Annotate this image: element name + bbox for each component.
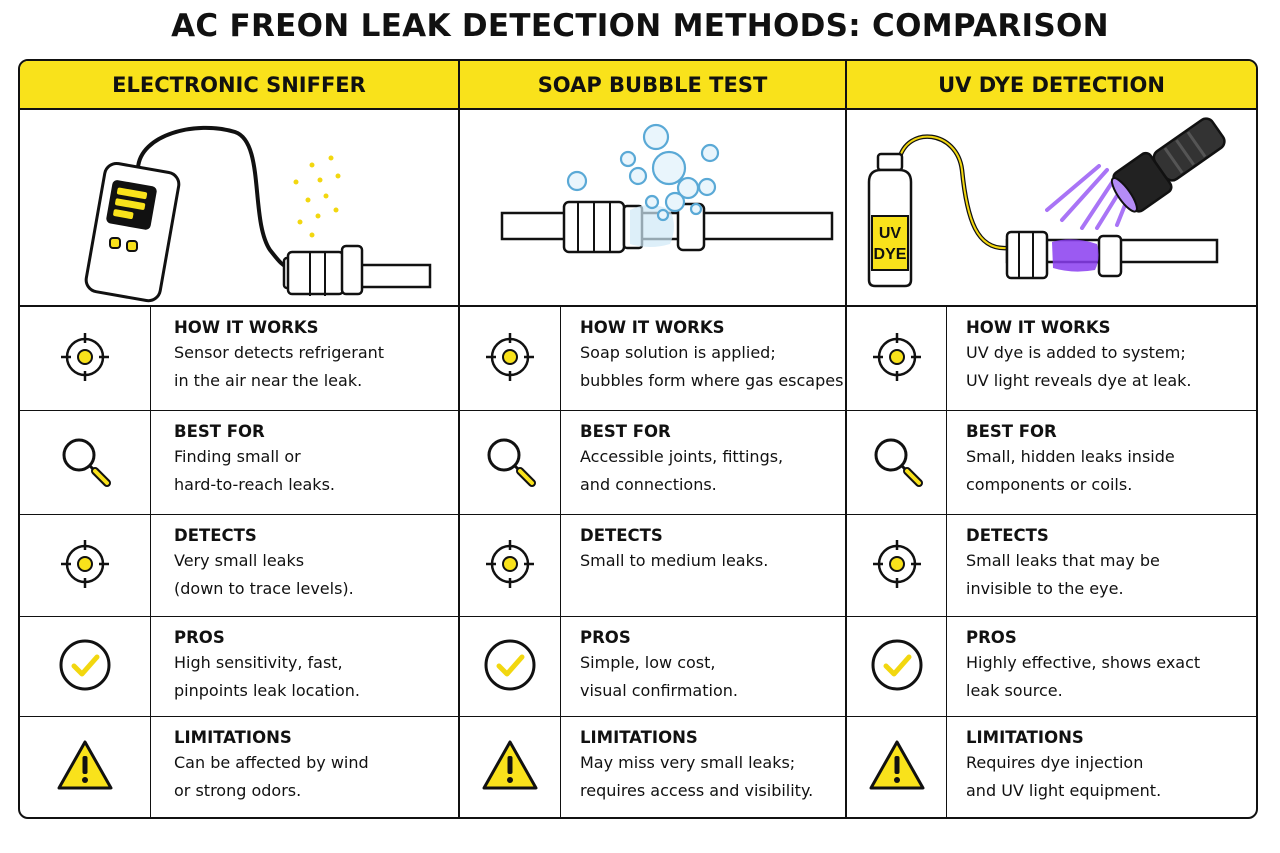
- row-label: LIMITATIONS: [966, 728, 1084, 747]
- warning-icon: [867, 736, 927, 800]
- row-label: BEST FOR: [174, 422, 265, 441]
- row-label: BEST FOR: [966, 422, 1057, 441]
- row-text-line: in the air near the leak.: [174, 371, 363, 390]
- row-best-for: BEST FOR Small, hidden leaks inside comp…: [847, 411, 1256, 515]
- crosshair-icon: [480, 327, 540, 391]
- row-label: DETECTS: [966, 526, 1049, 545]
- row-label: DETECTS: [174, 526, 257, 545]
- row-limitations: LIMITATIONS Can be affected by wind or s…: [20, 717, 458, 817]
- row-text-line: Small to medium leaks.: [580, 551, 769, 570]
- row-detects: DETECTS Small to medium leaks.: [460, 515, 845, 617]
- page-title: AC FREON LEAK DETECTION METHODS: COMPARI…: [171, 8, 1109, 44]
- row-label: PROS: [580, 628, 631, 647]
- row-how-it-works: HOW IT WORKS Soap solution is applied; b…: [460, 307, 849, 411]
- row-text-line: and connections.: [580, 475, 717, 494]
- row-text-line: Small, hidden leaks inside: [966, 447, 1175, 466]
- crosshair-icon: [867, 534, 927, 598]
- check-circle-icon: [867, 635, 927, 699]
- row-text-line: visual confirmation.: [580, 681, 738, 700]
- electronic-sniffer-illustration: [20, 110, 458, 307]
- warning-icon: [480, 736, 540, 800]
- magnifier-icon: [480, 431, 540, 495]
- row-limitations: LIMITATIONS Requires dye injection and U…: [847, 717, 1256, 817]
- method-header: SOAP BUBBLE TEST: [460, 61, 845, 110]
- comparison-table: ELECTRONIC SNIFFER: [18, 59, 1258, 819]
- row-text-line: High sensitivity, fast,: [174, 653, 343, 672]
- row-text-line: (down to trace levels).: [174, 579, 354, 598]
- row-text-line: Soap solution is applied;: [580, 343, 776, 362]
- row-text-line: Finding small or: [174, 447, 301, 466]
- row-text-line: UV dye is added to system;: [966, 343, 1186, 362]
- row-text-line: requires access and visibility.: [580, 781, 814, 800]
- crosshair-icon: [867, 327, 927, 391]
- bottle-label-uv: UV: [879, 225, 902, 242]
- soap-bubble-illustration: [460, 110, 845, 307]
- row-pros: PROS High sensitivity, fast, pinpoints l…: [20, 617, 458, 717]
- row-text-line: and UV light equipment.: [966, 781, 1162, 800]
- row-pros: PROS Simple, low cost, visual confirmati…: [460, 617, 845, 717]
- method-column-uv-dye: UV DYE DETECTION UV DYE: [845, 61, 1256, 817]
- check-circle-icon: [55, 635, 115, 699]
- row-label: DETECTS: [580, 526, 663, 545]
- magnifier-icon: [55, 431, 115, 495]
- uv-dye-illustration: UV DYE: [847, 110, 1256, 307]
- row-text-line: May miss very small leaks;: [580, 753, 796, 772]
- row-label: HOW IT WORKS: [580, 318, 725, 337]
- row-text-line: Very small leaks: [174, 551, 305, 570]
- row-pros: PROS Highly effective, shows exact leak …: [847, 617, 1256, 717]
- method-column-soap-bubble: SOAP BUBBLE TEST: [458, 61, 849, 817]
- row-how-it-works: HOW IT WORKS Sensor detects refrigerant …: [20, 307, 458, 411]
- row-text-line: or strong odors.: [174, 781, 302, 800]
- method-column-electronic-sniffer: ELECTRONIC SNIFFER: [20, 61, 458, 817]
- warning-icon: [55, 736, 115, 800]
- crosshair-icon: [55, 534, 115, 598]
- crosshair-icon: [480, 534, 540, 598]
- crosshair-icon: [55, 327, 115, 391]
- magnifier-icon: [867, 431, 927, 495]
- row-limitations: LIMITATIONS May miss very small leaks; r…: [460, 717, 845, 817]
- row-text-line: components or coils.: [966, 475, 1133, 494]
- row-text-line: Accessible joints, fittings,: [580, 447, 784, 466]
- check-circle-icon: [480, 635, 540, 699]
- row-text-line: bubbles form where gas escapes.: [580, 371, 849, 390]
- row-label: BEST FOR: [580, 422, 671, 441]
- row-text-line: invisible to the eye.: [966, 579, 1124, 598]
- row-label: LIMITATIONS: [174, 728, 292, 747]
- row-label: PROS: [174, 628, 225, 647]
- row-text-line: Small leaks that may be: [966, 551, 1160, 570]
- row-label: PROS: [966, 628, 1017, 647]
- row-text-line: Requires dye injection: [966, 753, 1144, 772]
- row-text-line: Simple, low cost,: [580, 653, 716, 672]
- row-text-line: UV light reveals dye at leak.: [966, 371, 1192, 390]
- row-text-line: pinpoints leak location.: [174, 681, 360, 700]
- method-header: ELECTRONIC SNIFFER: [20, 61, 458, 110]
- row-text-line: hard-to-reach leaks.: [174, 475, 335, 494]
- row-text-line: Can be affected by wind: [174, 753, 369, 772]
- row-detects: DETECTS Very small leaks (down to trace …: [20, 515, 458, 617]
- row-best-for: BEST FOR Accessible joints, fittings, an…: [460, 411, 845, 515]
- row-text-line: Highly effective, shows exact: [966, 653, 1201, 672]
- bottle-label-dye: DYE: [874, 246, 907, 263]
- row-text-line: Sensor detects refrigerant: [174, 343, 385, 362]
- row-detects: DETECTS Small leaks that may be invisibl…: [847, 515, 1256, 617]
- method-header: UV DYE DETECTION: [847, 61, 1256, 110]
- row-label: HOW IT WORKS: [966, 318, 1111, 337]
- row-label: LIMITATIONS: [580, 728, 698, 747]
- row-text-line: leak source.: [966, 681, 1063, 700]
- row-how-it-works: HOW IT WORKS UV dye is added to system; …: [847, 307, 1256, 411]
- row-best-for: BEST FOR Finding small or hard-to-reach …: [20, 411, 458, 515]
- row-label: HOW IT WORKS: [174, 318, 319, 337]
